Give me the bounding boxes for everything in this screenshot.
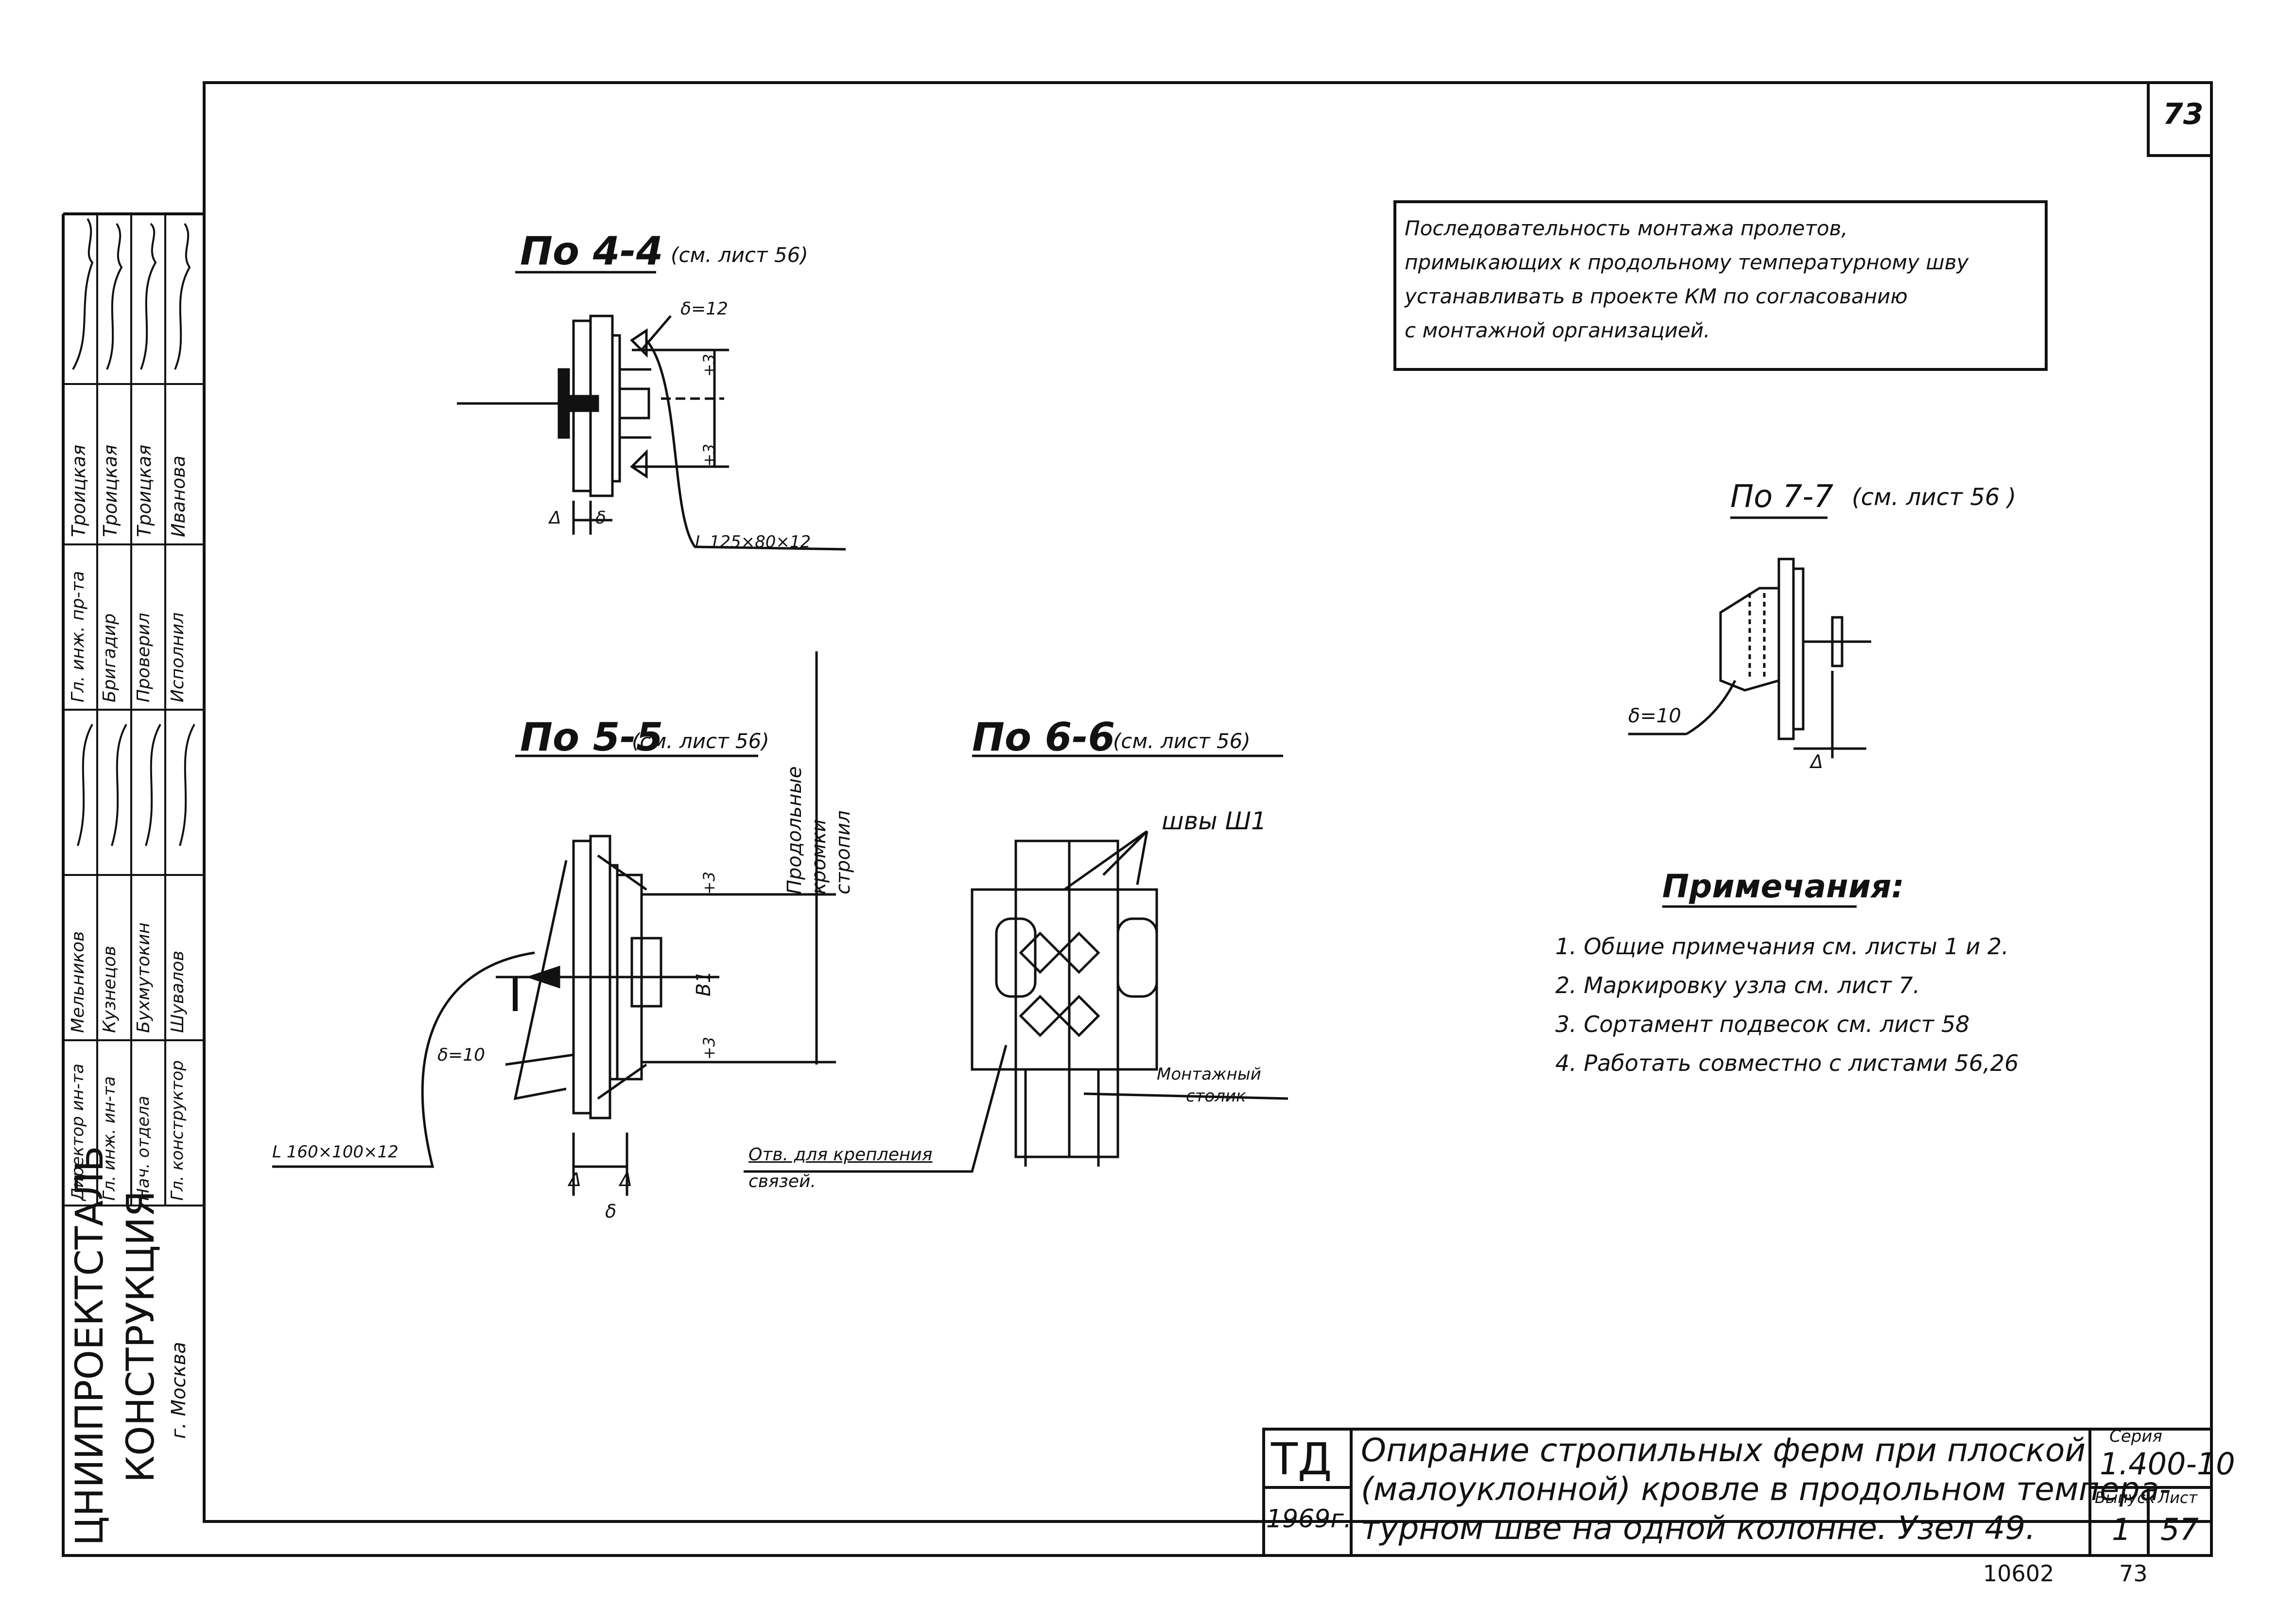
notice-line: Последовательность монтажа пролетов, [1405, 216, 1848, 240]
section-4-4-drawing [457, 271, 846, 551]
series-value: 1.400-10 [2100, 1446, 2235, 1482]
note-item: 2. Маркировку узла см. лист 7. [1555, 972, 1920, 998]
notice-box-border [1393, 200, 2048, 371]
stamp-org-2: КОНСТРУКЦИЯ [119, 1190, 163, 1483]
section-6-6-ref: (см. лист 56) [1113, 729, 1251, 753]
series-label: Серия [2109, 1427, 2162, 1446]
section-6-6-holes-2: связей. [748, 1171, 816, 1191]
notice-line: с монтажной организацией. [1405, 318, 1710, 342]
inner-frame [203, 81, 2213, 1523]
page-number: 73 [2119, 1560, 2148, 1587]
notice-line: устанавливать в проекте КМ по согласован… [1405, 284, 1908, 308]
issue-value: 1 [2112, 1512, 2131, 1547]
section-6-6-title: По 6-6 [972, 715, 1115, 760]
section-7-7-dim-delta: Δ [1810, 751, 1823, 772]
section-7-7-drawing [1628, 516, 1871, 758]
section-5-5-thickness: δ=10 [437, 1045, 485, 1065]
section-5-5-dim-small: δ [605, 1201, 617, 1222]
title-line: турном шве на одной колонне. Узел 49. [1361, 1509, 2036, 1547]
sheet-label: Лист [2158, 1488, 2198, 1507]
stamp-role: Гл. инж. ин-та [100, 1076, 119, 1201]
section-6-6-welds: швы Ш1 [1162, 807, 1267, 835]
left-stamp-grid [63, 214, 204, 1206]
section-5-5-ref: (см. лист 56) [632, 729, 769, 753]
sheet-number: 73 [2163, 97, 2204, 131]
section-6-6-holes-1: Отв. для крепления [748, 1145, 933, 1165]
section-5-5-title: По 5-5 [520, 715, 663, 760]
section-7-7-ref: (см. лист 56 ) [1852, 484, 2017, 511]
section-4-4-thickness: δ=12 [680, 299, 728, 319]
section-5-5-b1: B1 [693, 971, 715, 996]
section-7-7-thickness: δ=10 [1628, 705, 1681, 727]
section-4-4-dim-bottom: +3 [700, 443, 718, 467]
title-block-year: 1969г. [1266, 1504, 1352, 1534]
section-4-4-title: По 4-4 [520, 228, 663, 274]
notice-line: примыкающих к продольному температурному… [1405, 250, 1969, 274]
stamp-role: Директор ин-та [68, 1064, 87, 1201]
section-7-7-title: По 7-7 [1730, 479, 1834, 515]
section-5-5-dim-top: +3 [700, 871, 718, 894]
stamp-role: Гл. конструктор [168, 1060, 187, 1201]
sheet-value: 57 [2160, 1512, 2199, 1547]
section-6-6-table-label-1: Монтажный [1157, 1065, 1261, 1084]
section-6-6-table-label-2: столик [1186, 1086, 1246, 1106]
notes-title: Примечания: [1662, 868, 1904, 905]
note-item: 3. Сортамент подвесок см. лист 58 [1555, 1011, 1970, 1037]
section-4-4-dim-small: δ [595, 508, 607, 528]
issue-label: Выпуск [2095, 1488, 2155, 1507]
note-item: 1. Общие примечания см. листы 1 и 2. [1555, 933, 2009, 960]
signatures [72, 218, 195, 846]
section-6-6-drawing [744, 754, 1288, 1173]
section-4-4-ref: (см. лист 56) [671, 243, 808, 267]
section-5-5-edge-label: Продольные кромки стропил [783, 766, 854, 894]
section-4-4-angle: L 125×80×12 [695, 532, 811, 552]
stamp-org-1: ЦНИИПРОЕКТСТАЛЬ [68, 1146, 112, 1546]
section-5-5-dim-delta-right: Δ [620, 1169, 632, 1190]
title-block-grid [1262, 1428, 2213, 1557]
section-5-5-dim-delta-left: Δ [569, 1169, 581, 1190]
title-block-code: ТД [1271, 1434, 1332, 1485]
section-4-4-dim-delta: Δ [549, 508, 561, 528]
title-line: (малоуклонной) кровле в продольном темпе… [1361, 1470, 2171, 1508]
sheet-number-box [2147, 81, 2213, 157]
title-line: Опирание стропильных ферм при плоской [1361, 1432, 2086, 1469]
stamp-city: г. Москва [168, 1342, 190, 1439]
section-5-5-angle: L 160×100×12 [272, 1142, 399, 1162]
note-item: 4. Работать совместно с листами 56,26 [1555, 1050, 2019, 1076]
archive-number: 10602 [1983, 1560, 2054, 1587]
section-4-4-dim-top: +3 [700, 353, 718, 377]
section-5-5-dim-bottom: +3 [700, 1036, 718, 1060]
stamp-role: Нач. отдела [134, 1096, 153, 1201]
section-5-5-drawing [272, 651, 836, 1196]
